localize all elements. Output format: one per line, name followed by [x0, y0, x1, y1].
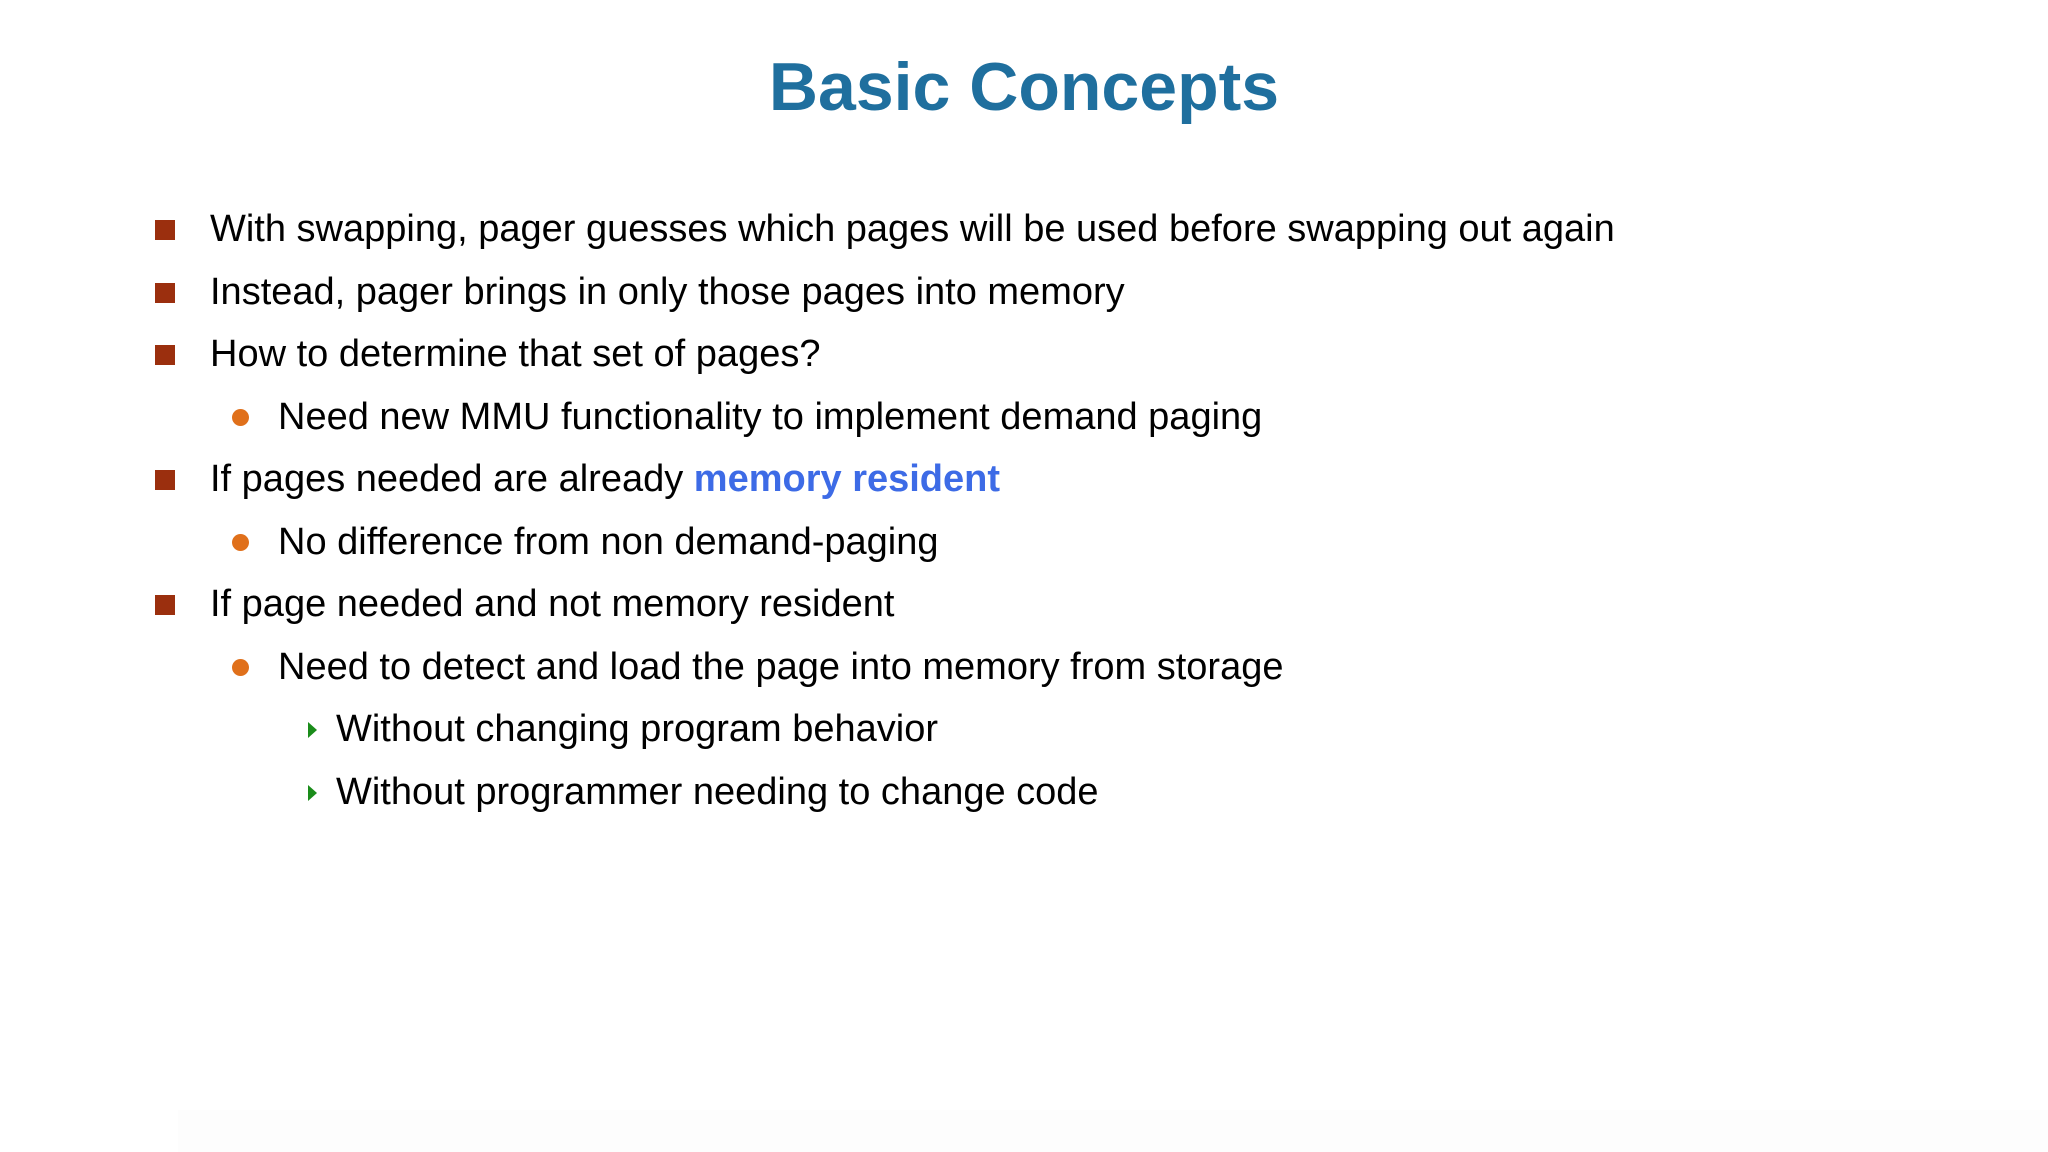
square-bullet-icon	[155, 595, 175, 615]
bullet-text-before: If pages needed are already	[210, 458, 694, 500]
square-bullet-icon	[155, 345, 175, 365]
bullet-text: Without changing program behavior	[336, 708, 939, 750]
bullet-item: If page needed and not memory resident	[0, 573, 2048, 636]
bullet-text: If pages needed are already memory resid…	[210, 448, 1000, 510]
bullet-item: Instead, pager brings in only those page…	[0, 261, 2048, 324]
bullet-text: How to determine that set of pages?	[210, 333, 821, 375]
bullet-text: Need new MMU functionality to implement …	[278, 395, 1263, 438]
slide-title: Basic Concepts	[768, 49, 1280, 125]
circle-bullet-icon	[232, 533, 249, 551]
bullet-text: Need to detect and load the page into me…	[278, 645, 1284, 688]
bullet-text: Instead, pager brings in only those page…	[210, 270, 1125, 313]
triangle-bullet-icon	[308, 722, 317, 738]
square-bullet-icon	[155, 220, 175, 240]
circle-bullet-icon	[232, 658, 249, 676]
bullet-text: No difference from non demand-paging	[278, 520, 939, 563]
highlight-term: memory resident	[693, 458, 1001, 500]
circle-bullet-icon	[232, 408, 249, 426]
sub-sub-bullet-item: Without changing program behavior	[0, 698, 2048, 761]
slide-footer-area	[178, 1110, 2048, 1152]
sub-bullet-item: Need to detect and load the page into me…	[0, 636, 2048, 699]
sub-bullet-item: Need new MMU functionality to implement …	[0, 386, 2048, 449]
bullet-text: Without programmer needing to change cod…	[336, 770, 1099, 813]
sub-sub-bullet-item: Without programmer needing to change cod…	[0, 761, 2048, 824]
square-bullet-icon	[155, 282, 175, 303]
bullet-item: How to determine that set of pages?	[0, 323, 2048, 386]
bullet-item: With swapping, pager guesses which pages…	[0, 198, 2048, 261]
bullet-text: With swapping, pager guesses which pages…	[210, 208, 1615, 250]
square-bullet-icon	[155, 470, 175, 490]
bullet-item: If pages needed are already memory resid…	[0, 448, 2048, 511]
bullet-list: With swapping, pager guesses which pages…	[0, 198, 2048, 823]
sub-bullet-item: No difference from non demand-paging	[0, 511, 2048, 574]
triangle-bullet-icon	[308, 784, 317, 801]
bullet-text: If page needed and not memory resident	[210, 583, 895, 625]
